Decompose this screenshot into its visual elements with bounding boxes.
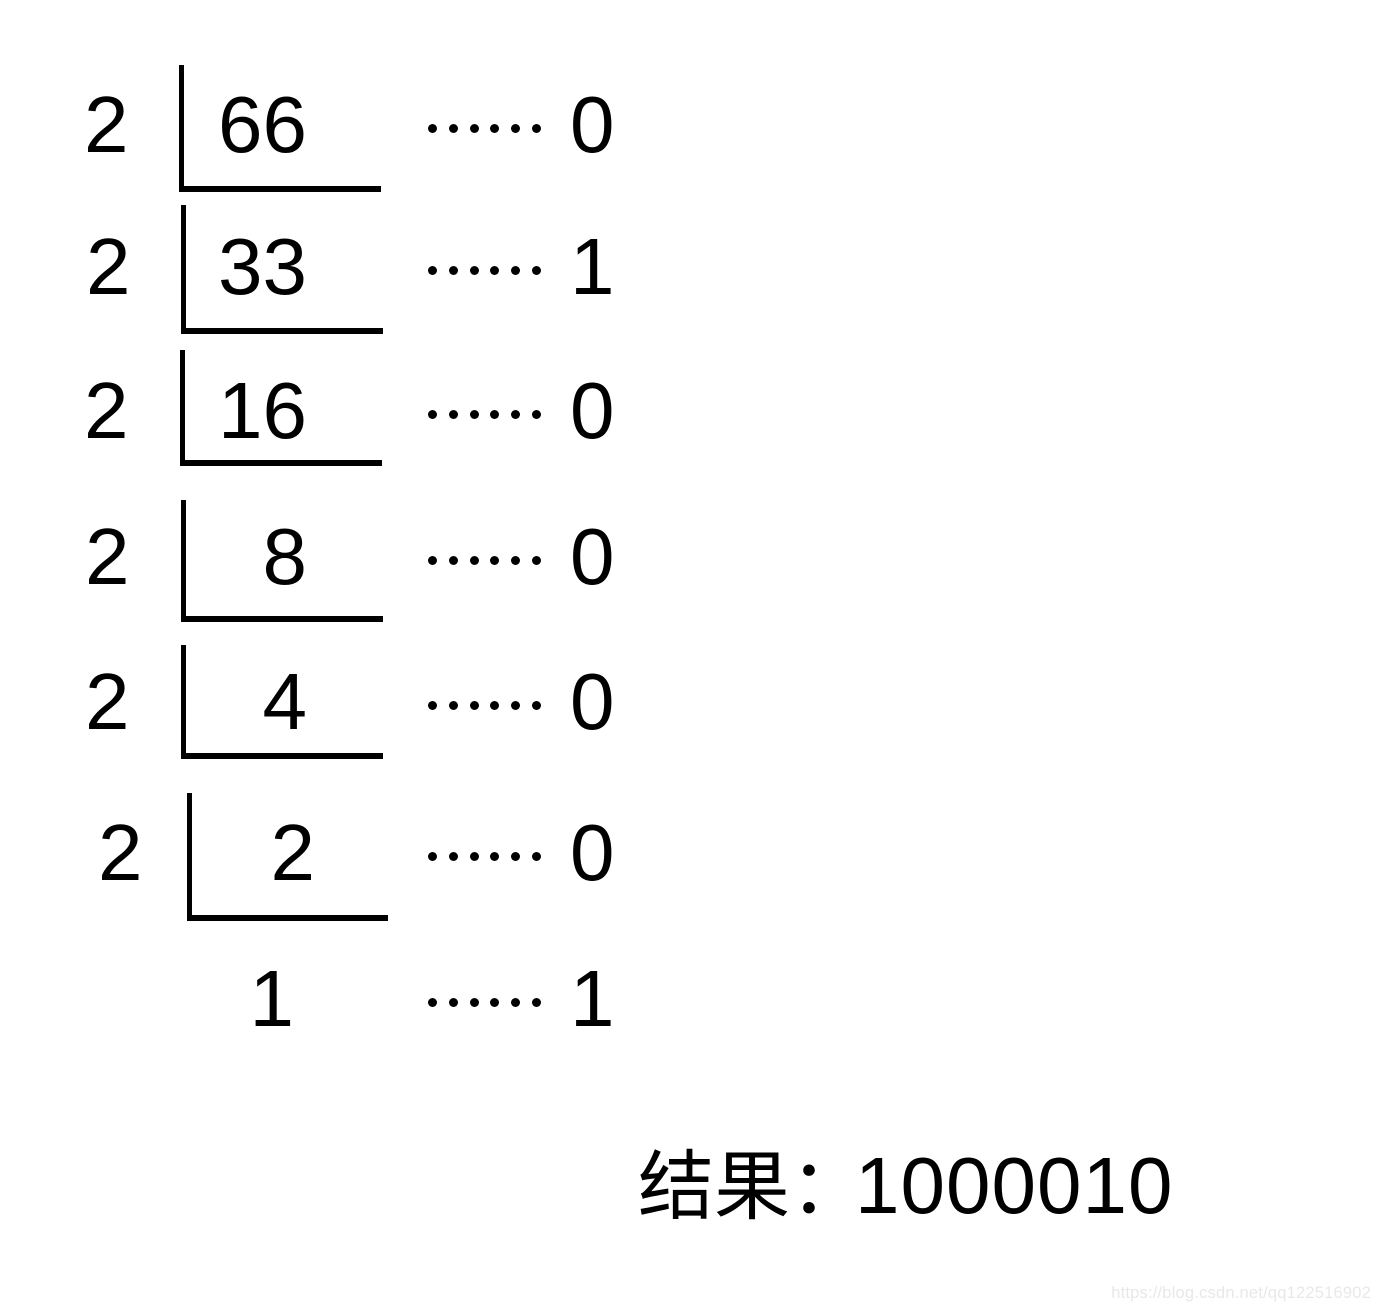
remainder-digit: 1 (570, 222, 615, 311)
dot (448, 851, 458, 861)
divisor: 2 (84, 366, 129, 455)
dot (531, 700, 541, 710)
dot (490, 409, 500, 419)
dividend: 8 (262, 512, 308, 601)
dot (469, 997, 479, 1007)
divisor: 2 (86, 222, 131, 311)
dot (448, 997, 458, 1007)
ellipsis-dots (428, 205, 541, 335)
dot (448, 265, 458, 275)
dividend: 4 (262, 657, 308, 746)
ellipsis-dots (428, 937, 541, 1067)
result-label: 结果： (638, 1146, 866, 1230)
dot (490, 700, 500, 710)
dot (531, 123, 541, 133)
dot (469, 555, 479, 565)
division-bracket (181, 500, 383, 622)
ellipsis-dots (428, 349, 541, 479)
dot (490, 851, 500, 861)
division-step-row: 2 16 0 (0, 346, 1376, 476)
dot (448, 700, 458, 710)
dot (511, 409, 521, 419)
dividend: 33 (218, 222, 307, 311)
dividend: 2 (270, 808, 316, 897)
dot (490, 123, 500, 133)
dot (469, 123, 479, 133)
dot (531, 851, 541, 861)
dot (511, 555, 521, 565)
ellipsis-dots (428, 640, 541, 770)
division-step-row: 2 8 0 (0, 492, 1376, 622)
dot (490, 997, 500, 1007)
dot (469, 409, 479, 419)
dot (469, 265, 479, 275)
remainder-digit: 0 (570, 80, 615, 169)
division-step-row: 2 66 0 (0, 60, 1376, 193)
remainder-digit: 0 (570, 512, 615, 601)
division-step-row: 2 4 0 (0, 637, 1376, 767)
dot (531, 997, 541, 1007)
dot (428, 851, 437, 861)
division-final-row: 1 1 (0, 934, 1376, 1064)
dot (490, 265, 500, 275)
ellipsis-dots (428, 63, 541, 193)
dot (428, 997, 437, 1007)
dot (448, 409, 458, 419)
dot (511, 997, 521, 1007)
dot (448, 555, 458, 565)
watermark-url: https://blog.csdn.net/qq122516902 (1111, 1284, 1371, 1302)
dot (531, 409, 541, 419)
remainder-digit: 1 (570, 954, 615, 1043)
dot (511, 265, 521, 275)
remainder-digit: 0 (570, 366, 615, 455)
dot (511, 700, 521, 710)
division-bracket (181, 645, 383, 759)
division-bracket (180, 350, 382, 466)
dot (428, 123, 437, 133)
ellipsis-dots (428, 791, 541, 921)
result-value: 1000010 (855, 1141, 1174, 1230)
dot (490, 555, 500, 565)
division-bracket (179, 65, 381, 192)
dot (428, 409, 437, 419)
dot (531, 265, 541, 275)
dot (511, 123, 521, 133)
dividend: 16 (218, 366, 307, 455)
remainder-digit: 0 (570, 808, 615, 897)
ellipsis-dots (428, 495, 541, 625)
division-bracket (187, 793, 388, 921)
dot (531, 555, 541, 565)
divisor: 2 (85, 512, 130, 601)
dot (469, 851, 479, 861)
dot (448, 123, 458, 133)
dot (428, 700, 437, 710)
dot (469, 700, 479, 710)
division-bracket (181, 205, 383, 334)
dividend: 66 (218, 80, 307, 169)
dot (428, 265, 437, 275)
final-quotient: 1 (249, 954, 295, 1043)
remainder-digit: 0 (570, 657, 615, 746)
dot (511, 851, 521, 861)
divisor: 2 (98, 808, 143, 897)
divisor: 2 (84, 80, 129, 169)
division-step-row: 2 33 1 (0, 202, 1376, 335)
divisor: 2 (85, 657, 130, 746)
division-step-row: 2 2 0 (0, 788, 1376, 921)
dot (428, 555, 437, 565)
